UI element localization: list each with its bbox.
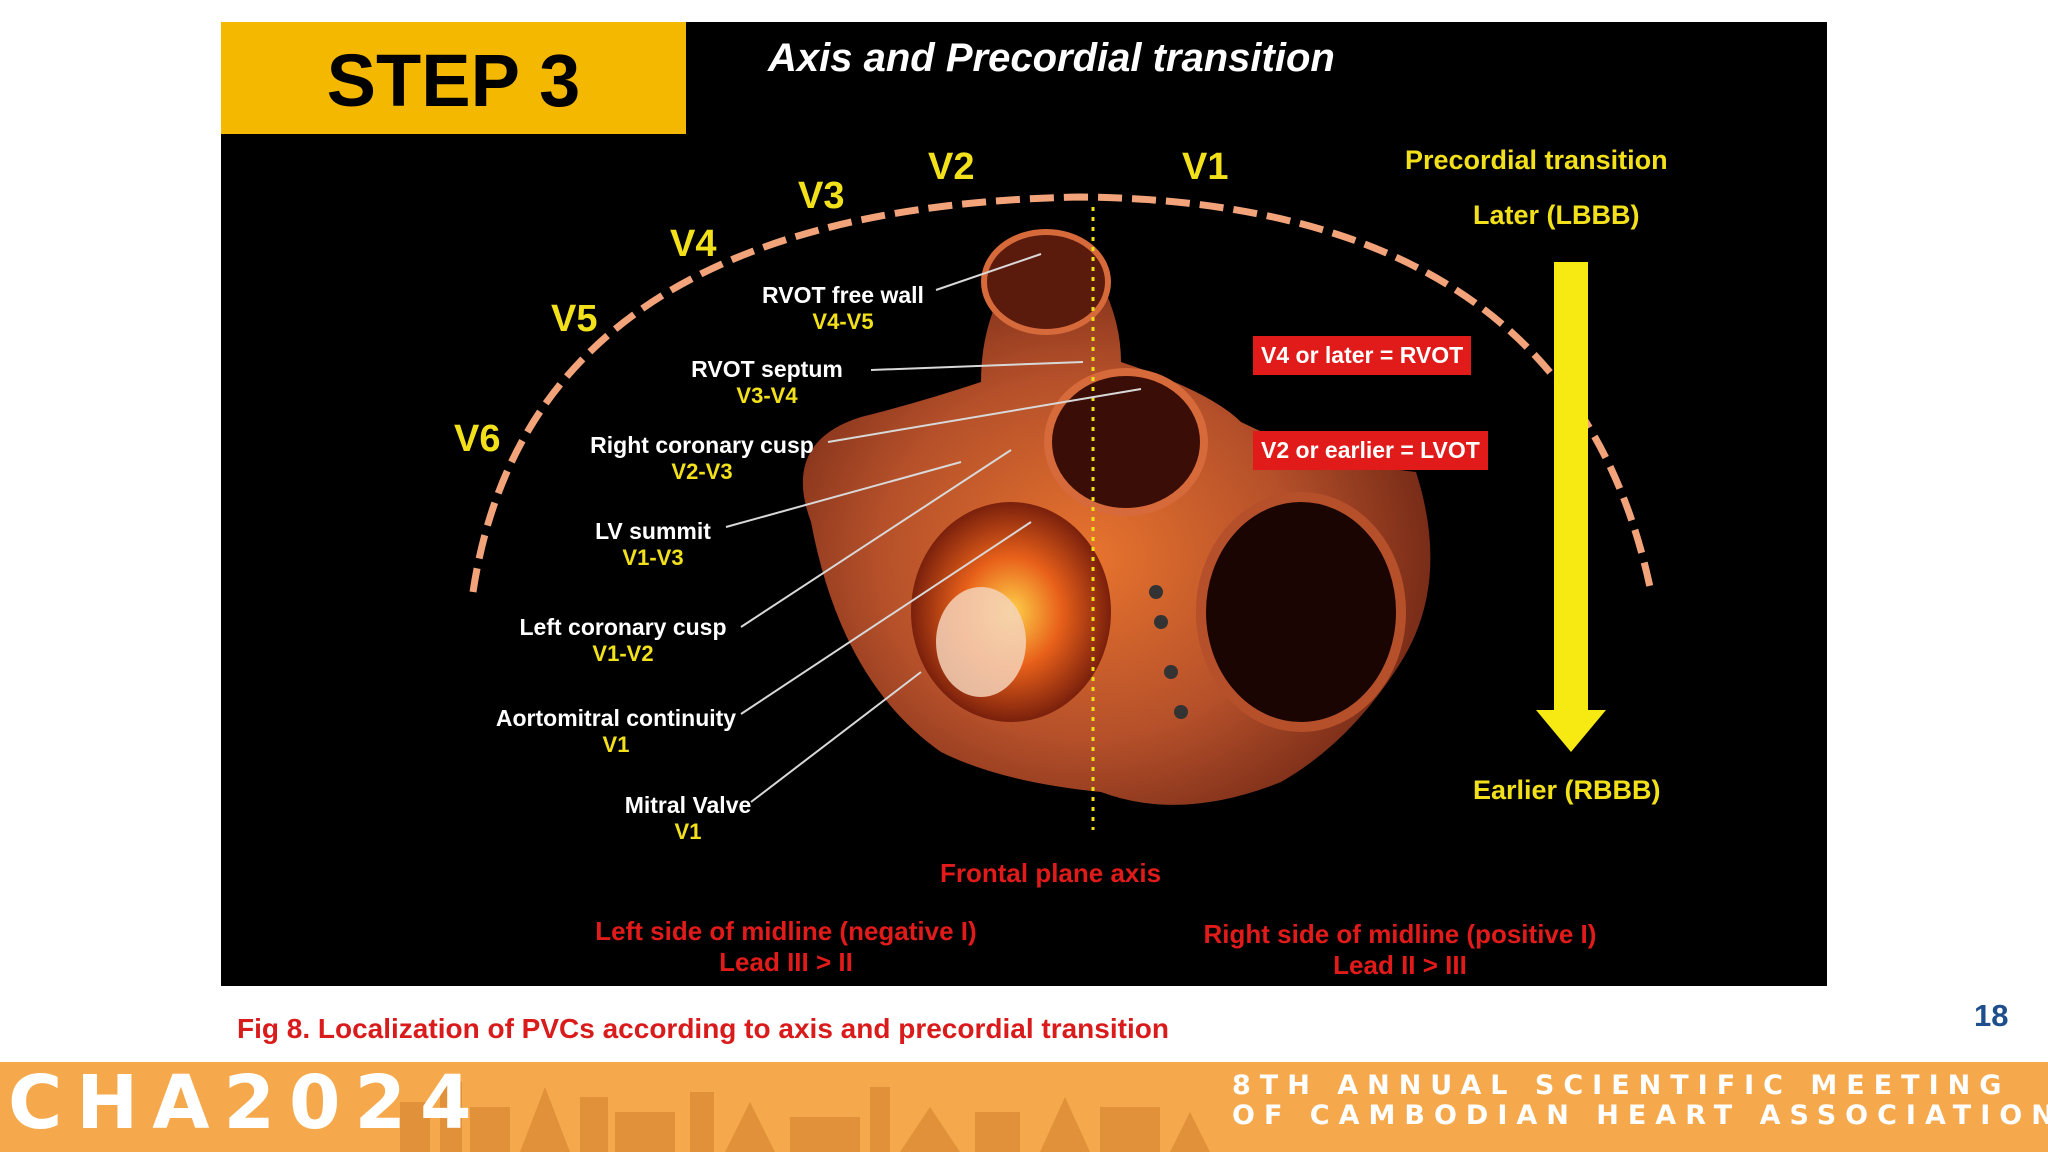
site-name: Mitral Valve: [624, 792, 752, 818]
site-name: RVOT free wall: [762, 282, 924, 308]
lead-label-v6: V6: [454, 418, 501, 460]
axis-right-line2: Lead II > III: [1333, 950, 1467, 980]
site-right-coronary-cusp: Right coronary cusp V2-V3: [590, 432, 814, 485]
lead-label-v2: V2: [928, 146, 975, 188]
site-leads: V1-V2: [592, 641, 654, 666]
site-rvot-free-wall: RVOT free wall V4-V5: [762, 282, 924, 335]
figure-title: Axis and Precordial transition: [768, 36, 1335, 80]
site-name: Left coronary cusp: [519, 614, 727, 640]
rvot-opening: [981, 229, 1111, 335]
banner-logo: CHA2024: [8, 1060, 486, 1146]
step-label: STEP 3: [326, 39, 581, 122]
figure-panel: [221, 22, 1827, 986]
axis-left-line1: Left side of midline (negative I): [595, 916, 977, 946]
site-left-coronary-cusp: Left coronary cusp V1-V2: [519, 614, 726, 667]
page-number: 18: [1974, 998, 2009, 1033]
figure-caption: Fig 8. Localization of PVCs according to…: [237, 1013, 1169, 1044]
chamber-opening: [1196, 492, 1406, 732]
banner-line2: OF CAMBODIAN HEART ASSOCIATION: [1232, 1100, 2048, 1131]
mitral-valve-shape: [936, 587, 1026, 697]
lead-label-v3: V3: [798, 175, 845, 217]
transition-later: Later (LBBB): [1473, 200, 1640, 230]
axis-left-line2: Lead III > II: [719, 947, 853, 977]
site-leads: V2-V3: [671, 459, 733, 484]
lead-label-v5: V5: [551, 298, 598, 340]
rule-rvot: V4 or later = RVOT: [1253, 336, 1472, 375]
site-leads: V3-V4: [736, 383, 798, 408]
heart-diagram: [469, 193, 1655, 830]
transition-arrow-shaft: [1554, 262, 1588, 712]
site-leads: V1-V3: [622, 545, 684, 570]
site-leads: V1: [674, 819, 702, 844]
transition-earlier: Earlier (RBBB): [1473, 775, 1661, 805]
step-badge: STEP 3: [221, 22, 686, 134]
lead-label-v1: V1: [1182, 146, 1229, 188]
aortic-opening: [1044, 368, 1208, 516]
axis-title: Frontal plane axis: [940, 858, 1162, 888]
banner-line1: 8TH ANNUAL SCIENTIFIC MEETING: [1232, 1070, 2011, 1101]
axis-right-line1: Right side of midline (positive I): [1203, 919, 1597, 949]
site-name: RVOT septum: [691, 356, 843, 382]
site-rvot-septum: RVOT septum V3-V4: [691, 356, 843, 409]
site-name: LV summit: [595, 518, 711, 544]
site-mitral-valve: Mitral Valve V1: [625, 792, 752, 845]
site-leads: V1: [602, 732, 630, 757]
site-name: Right coronary cusp: [590, 432, 814, 458]
site-leads: V4-V5: [812, 309, 874, 334]
pointer-lines: [725, 253, 1142, 803]
conference-banner: [0, 1062, 2048, 1152]
rule-lvot: V2 or earlier = LVOT: [1253, 431, 1488, 470]
transition-title: Precordial transition: [1405, 145, 1668, 175]
site-name: Aortomitral continuity: [495, 705, 737, 731]
transition-arrow-head: [1536, 710, 1606, 752]
lead-arc: [469, 193, 1655, 593]
site-aortomitral-continuity: Aortomitral continuity V1: [496, 705, 736, 758]
lead-label-v4: V4: [670, 223, 717, 265]
site-lv-summit: LV summit V1-V3: [595, 518, 711, 571]
skyline-illustration: [400, 1082, 1210, 1152]
